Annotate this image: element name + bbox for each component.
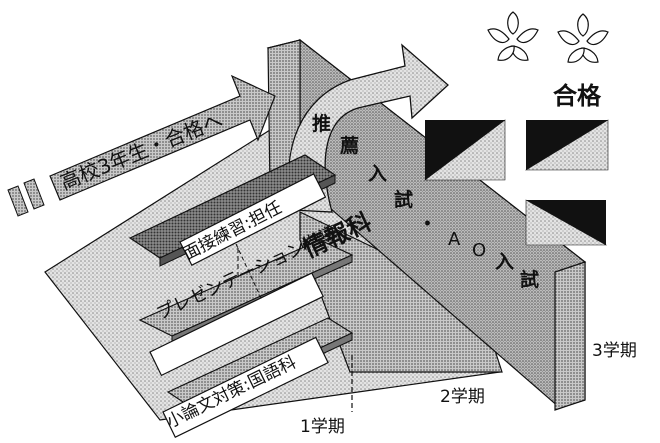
wall-char: 推 bbox=[312, 112, 331, 135]
wall-char: 薦 bbox=[340, 135, 359, 157]
goal-text: 合格 bbox=[553, 82, 602, 110]
flower-icon bbox=[487, 11, 539, 61]
banner-arrow bbox=[49, 74, 276, 201]
wall-end-cap bbox=[554, 261, 586, 411]
wall-char: 入 bbox=[368, 163, 387, 185]
step-label-box bbox=[179, 173, 327, 266]
wall-char: O bbox=[472, 240, 486, 261]
triangle-dotted bbox=[424, 119, 506, 181]
step-connector bbox=[235, 243, 263, 301]
triangle-dotted bbox=[525, 199, 608, 246]
banner-stripe bbox=[7, 185, 29, 217]
term-label-1: 1学期 bbox=[300, 417, 345, 437]
wall-char: ・ bbox=[418, 213, 437, 235]
wall-char: 試 bbox=[394, 188, 413, 211]
banner-stripe bbox=[23, 178, 45, 210]
term-label-2: 2学期 bbox=[440, 387, 485, 407]
wall-char: 試 bbox=[520, 268, 539, 291]
flower-icon bbox=[557, 13, 609, 63]
wall-char: 入 bbox=[495, 251, 514, 273]
curved-arrow bbox=[288, 43, 449, 213]
step-label-box bbox=[162, 336, 329, 438]
step-label-box bbox=[149, 272, 324, 377]
wall-char: A bbox=[448, 229, 461, 250]
term-label-3: 3学期 bbox=[592, 341, 637, 361]
triangle-dotted bbox=[524, 119, 609, 171]
